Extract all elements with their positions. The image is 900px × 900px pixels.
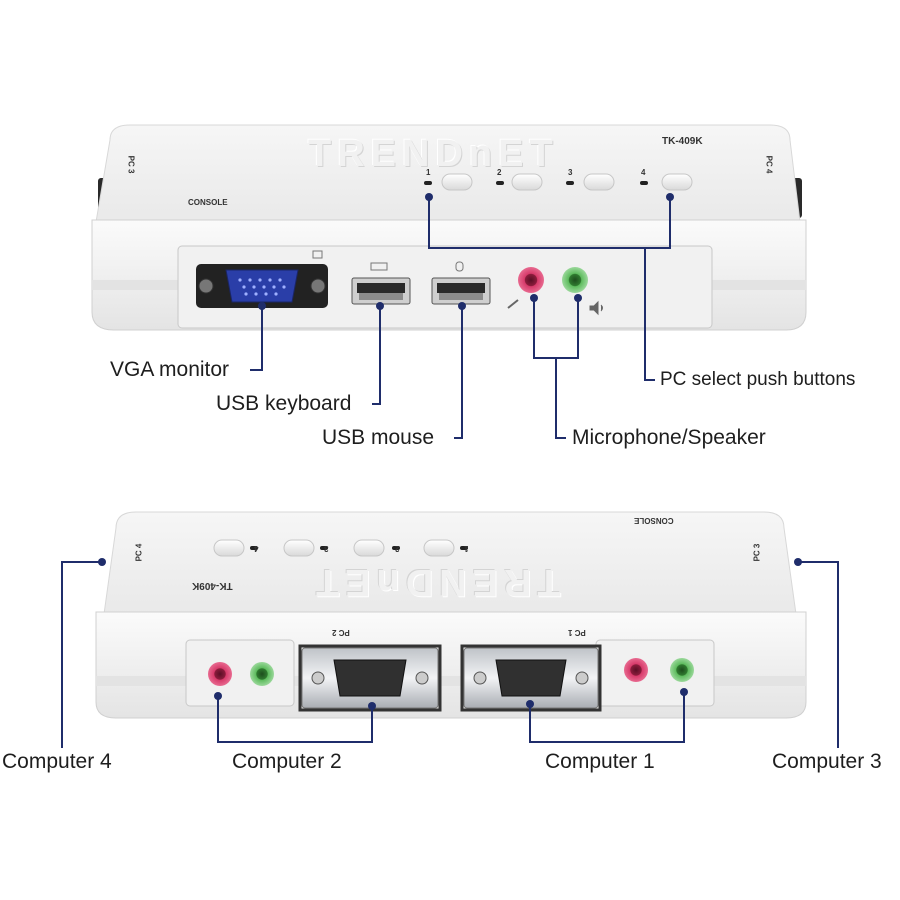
mouse-icon (455, 261, 464, 272)
bottom-leader-lines (61, 561, 839, 748)
button-number-1-flipped: 1 (464, 544, 469, 553)
computer-1-microphone-jack (624, 658, 648, 682)
top-leader-lines (250, 198, 671, 439)
console-label-flipped: CONSOLE (634, 516, 674, 525)
callout-microphone-speaker: Microphone/Speaker (572, 426, 766, 449)
callout-usb-keyboard: USB keyboard (216, 392, 352, 415)
pc-select-buttons (424, 173, 693, 191)
vga-monitor-port (196, 264, 328, 308)
model-label-flipped: TK-409K (192, 580, 233, 591)
console-label: CONSOLE (188, 198, 228, 207)
bottom-leader-dots (98, 558, 802, 710)
pc4-side-label: PC 4 (764, 155, 774, 174)
callout-computer-3: Computer 3 (772, 750, 882, 773)
brand-logo: TRENDnET (308, 133, 559, 175)
callout-usb-mouse: USB mouse (322, 426, 435, 449)
button-number-1: 1 (426, 168, 431, 177)
button-number-3-flipped: 3 (324, 544, 329, 553)
computer-1-speaker-jack (670, 658, 694, 682)
usb-keyboard-port (351, 262, 411, 305)
button-number-2: 2 (497, 168, 502, 177)
brand-logo-flipped: TRENDnET (310, 561, 561, 603)
pc-select-button-1 (441, 173, 473, 191)
pc3-bottom-side-label: PC 3 (752, 543, 762, 562)
pc1-label: PC 1 (568, 628, 586, 637)
pc3-side-label: PC 3 (126, 155, 136, 174)
button-number-2-flipped: 2 (395, 544, 400, 553)
pc2-label: PC 2 (332, 628, 350, 637)
computer-2-microphone-jack (208, 662, 232, 686)
speaker-jack (562, 267, 588, 293)
microphone-jack (518, 267, 544, 293)
computer-2-vga-port (298, 644, 442, 712)
monitor-icon (312, 250, 323, 259)
callout-pc-select-buttons: PC select push buttons (660, 369, 856, 390)
top-leader-dots (258, 193, 674, 310)
button-number-4-flipped: 4 (254, 544, 259, 553)
callout-computer-1: Computer 1 (545, 750, 655, 773)
button-number-3: 3 (568, 168, 573, 177)
button-number-4: 4 (641, 168, 646, 177)
speaker-icon (589, 300, 603, 316)
microphone-icon (507, 299, 519, 309)
pc4-bottom-side-label: PC 4 (134, 543, 144, 562)
callout-vga-monitor: VGA monitor (110, 358, 230, 381)
computer-1-vga-port (460, 644, 602, 712)
kvm-switch-console-side (91, 124, 807, 331)
callout-computer-2: Computer 2 (232, 750, 342, 773)
usb-mouse-port (431, 261, 491, 305)
keyboard-icon (370, 262, 388, 271)
kvm-switch-pc-side (95, 511, 807, 719)
computer-2-speaker-jack (250, 662, 274, 686)
pc-select-button-3 (583, 173, 615, 191)
pc-select-button-4 (661, 173, 693, 191)
pc-select-button-2 (511, 173, 543, 191)
model-label: TK-409K (662, 136, 703, 147)
callout-computer-4: Computer 4 (2, 750, 112, 773)
